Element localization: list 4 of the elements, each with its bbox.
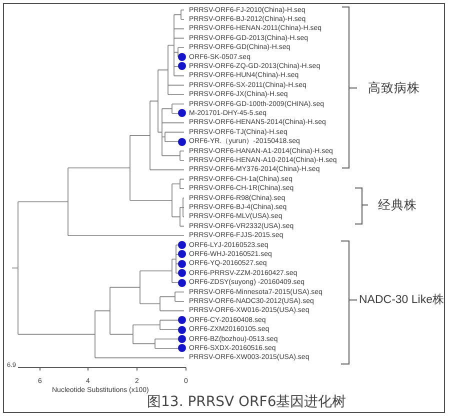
group-label: NADC-30 Like株 bbox=[359, 293, 444, 307]
group-label: 经典株 bbox=[378, 197, 417, 213]
figure-caption: 图13. PRRSV ORF6基因进化树 bbox=[147, 394, 346, 411]
group-label: 高致病株 bbox=[368, 80, 420, 96]
